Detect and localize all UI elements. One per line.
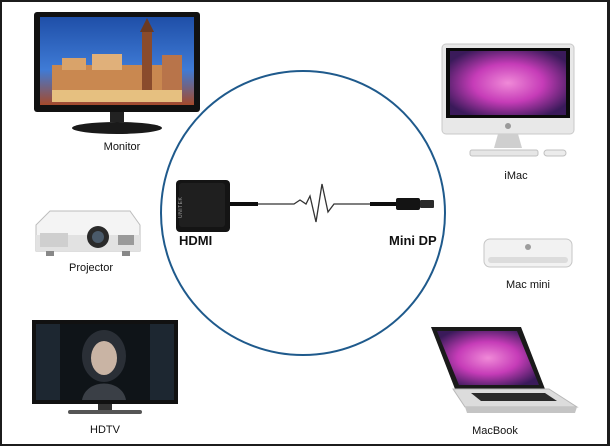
projector-label: Projector [68, 262, 114, 274]
monitor-image [32, 10, 202, 138]
mini-dp-port-label: Mini DP [389, 233, 437, 248]
hdmi-port-label: HDMI [179, 233, 213, 248]
hdtv-image [30, 318, 180, 418]
center-circle [160, 70, 446, 356]
hdtv-label: HDTV [90, 424, 120, 436]
imac-image [440, 42, 576, 160]
mac-mini-image [482, 237, 574, 269]
projector-image [30, 205, 145, 260]
imac-label: iMac [504, 170, 528, 182]
adapter-image [174, 178, 440, 234]
mac-mini-label: Mac mini [505, 279, 550, 291]
adapter-brand: UNITEK [178, 196, 184, 218]
macbook-image [425, 323, 580, 418]
macbook-label: MacBook [472, 425, 518, 437]
monitor-label: Monitor [103, 141, 141, 153]
